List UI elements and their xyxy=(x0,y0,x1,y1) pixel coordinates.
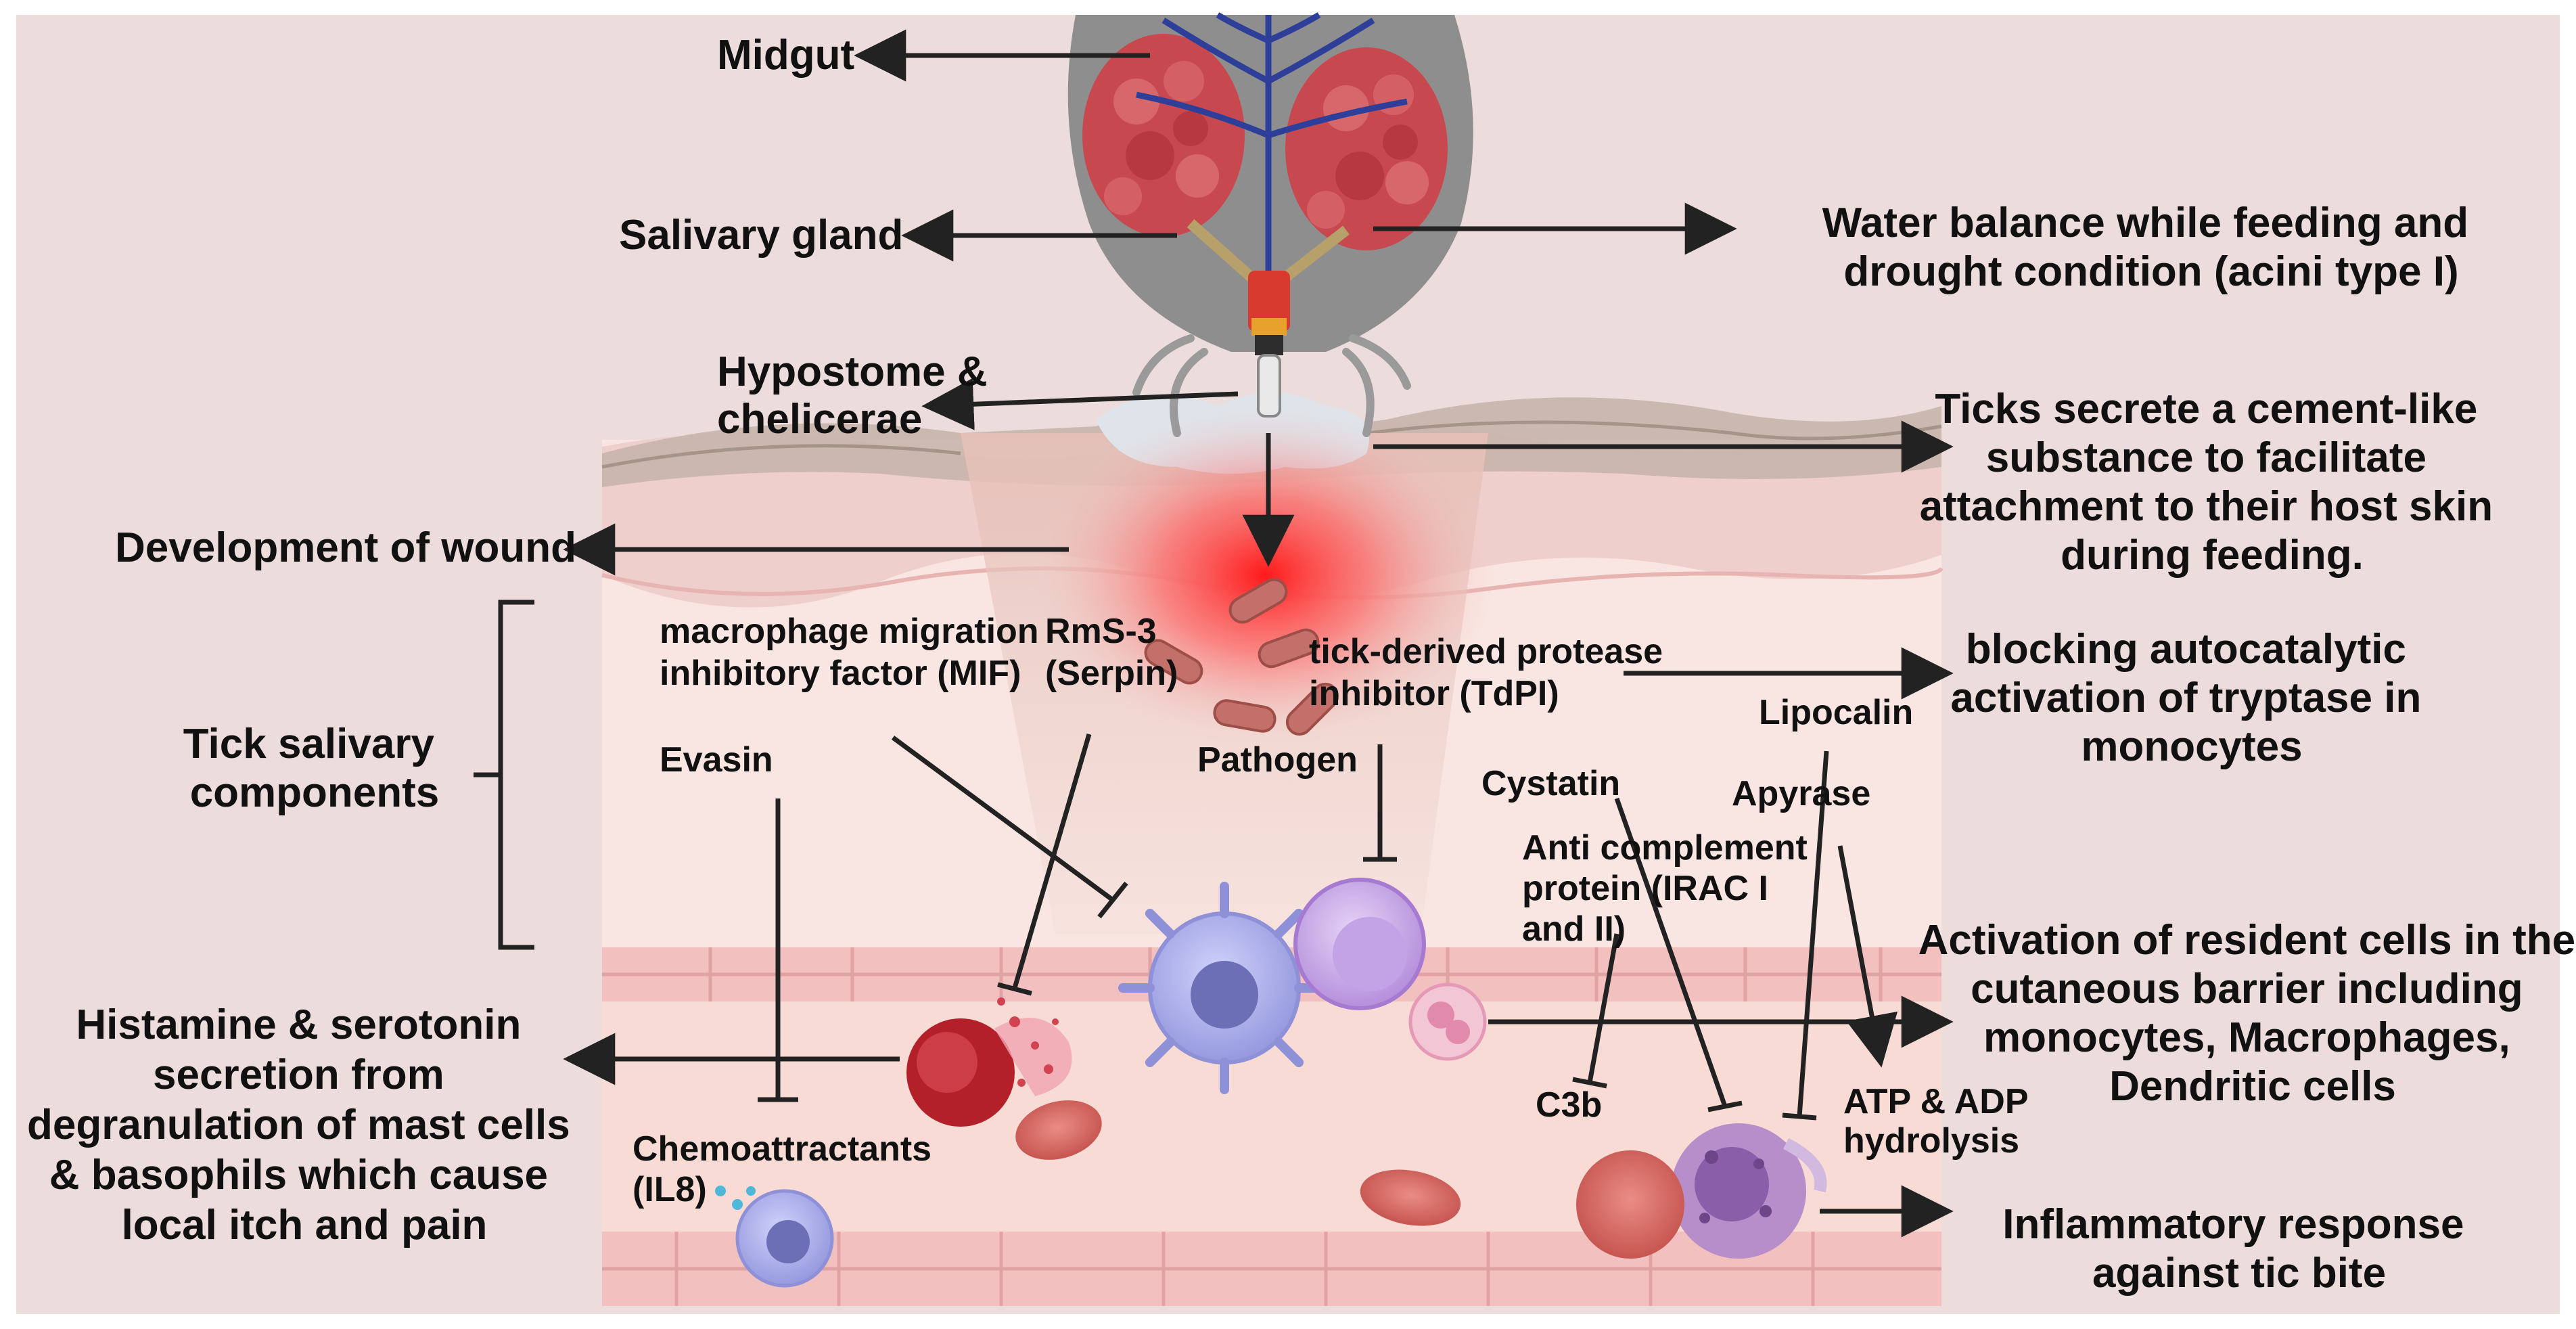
basophil-cell xyxy=(1671,1123,1827,1259)
label-atp: ATP & ADP hydrolysis xyxy=(1843,1082,2038,1161)
pathogens xyxy=(1144,578,1339,736)
label-histamine: Histamine & serotonin secretion from deg… xyxy=(27,1001,582,1248)
neutrophil-cell xyxy=(1408,983,1487,1061)
chemoattractant-cell xyxy=(715,1186,834,1288)
hypostome xyxy=(1257,354,1281,418)
labels: Midgut Salivary gland Water balance whil… xyxy=(27,32,2576,1297)
label-cystatin: Cystatin xyxy=(1481,764,1620,803)
monocyte-cell xyxy=(1293,878,1426,1010)
inhibit-cystatin xyxy=(1614,797,1743,1112)
arrow-apyrase xyxy=(1837,845,1898,1068)
label-tryptase: blocking autocatalytic activation of try… xyxy=(1950,626,2433,770)
label-water-balance: Water balance while feeding and drought … xyxy=(1822,200,2481,295)
pathogen-rod xyxy=(1144,639,1203,685)
pathogen-rod xyxy=(1228,578,1288,624)
mast-cell xyxy=(906,997,1072,1127)
vessel-wall-bottom-cells xyxy=(602,1232,1941,1306)
inhibit-mif xyxy=(891,736,1128,919)
label-rms3: RmS-3 (Serpin) xyxy=(1045,612,1178,693)
salivary-ducts xyxy=(1187,219,1350,282)
tick-legs xyxy=(1132,334,1411,437)
pathogen-rod xyxy=(1285,682,1339,736)
label-lipocalin: Lipocalin xyxy=(1759,693,1913,732)
red-blood-cell xyxy=(1576,1150,1684,1259)
label-resident: Activation of resident cells in the cuta… xyxy=(1918,917,2576,1110)
label-midgut: Midgut xyxy=(717,32,854,78)
inhibit-evasin xyxy=(758,798,798,1102)
label-tick-salivary: Tick salivary components xyxy=(183,721,446,816)
label-anti-complement: Anti complement protein (IRAC I and II) xyxy=(1522,828,1817,949)
label-evasin: Evasin xyxy=(660,740,773,780)
label-inflammatory: Inflammatory response against tic bite xyxy=(2002,1201,2475,1297)
label-pathogen: Pathogen xyxy=(1197,740,1358,780)
label-mif: macrophage migration inhibitory factor (… xyxy=(660,612,1049,693)
tick-illustration xyxy=(1067,12,1473,437)
label-cement: Ticks secrete a cement-like substance to… xyxy=(1920,386,2505,579)
label-salivary-gland: Salivary gland xyxy=(619,212,903,258)
salivary-gland-right xyxy=(1285,47,1448,250)
label-hypostome: Hypostome & chelicerae xyxy=(717,348,999,443)
tick-capitulum xyxy=(1248,271,1290,332)
red-blood-cell xyxy=(1015,1100,1102,1160)
inhibit-tdpi xyxy=(1363,744,1397,862)
arrows xyxy=(563,29,1954,1238)
inhibit-lipocalin xyxy=(1782,750,1829,1121)
label-tdpi: tick-derived protease inhibitor (TdPI) xyxy=(1309,632,1673,713)
label-chemo: Chemoattractants (IL8) xyxy=(632,1129,942,1209)
midgut-vessels xyxy=(1136,12,1408,271)
tick-capitulum-base xyxy=(1255,335,1283,355)
label-apyrase: Apyrase xyxy=(1732,774,1870,813)
pathogen-rod xyxy=(1258,628,1320,669)
label-c3b: C3b xyxy=(1536,1085,1602,1125)
skin-fiber xyxy=(601,420,1942,469)
inhibit-anti-complement xyxy=(1572,933,1619,1089)
arrow-hypostome xyxy=(921,378,1239,430)
inhibition-lines xyxy=(758,734,1829,1121)
salivary-gland-left xyxy=(1082,34,1245,237)
cells xyxy=(715,878,1827,1288)
pathogen-rod xyxy=(1213,699,1276,733)
inhibit-rms3 xyxy=(997,734,1092,996)
macrophage-cell xyxy=(1118,882,1331,1094)
red-blood-cell xyxy=(1360,1169,1461,1226)
tick-capitulum-band xyxy=(1251,318,1287,336)
label-wound: Development of wound xyxy=(115,524,576,571)
